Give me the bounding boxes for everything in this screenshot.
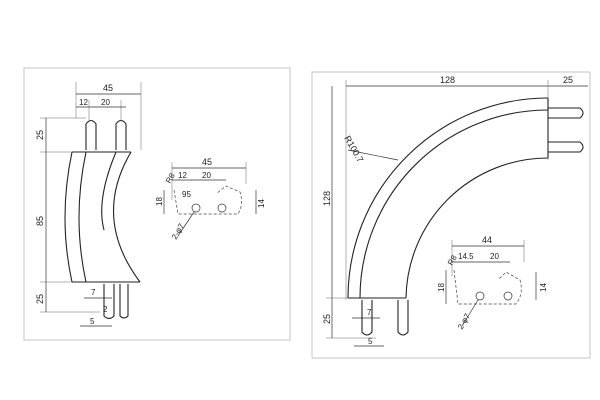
dim-bottom-width: 7: [91, 288, 96, 297]
dim-bottom-step: 2: [103, 305, 108, 314]
bottom-peg-right: [397, 300, 409, 336]
top-peg-right: [115, 119, 127, 150]
left-frame: [23, 67, 291, 341]
body-outer-curve: [64, 151, 73, 283]
dim-peg-offset: 12: [79, 98, 88, 107]
arc-outer: [347, 97, 549, 299]
body-outer-inner-curve: [78, 151, 87, 283]
left-section: 45 12 20 R8 95 18 14 2-φ7: [155, 157, 266, 241]
arc-inner: [405, 157, 549, 299]
leader-line: [177, 211, 195, 237]
body-inner-curve: [112, 151, 141, 283]
section-spacing: 20: [202, 171, 211, 180]
section-width: 45: [202, 157, 212, 167]
section-angle: 95: [182, 190, 191, 199]
dim-bottom-width: 7: [367, 308, 372, 317]
dim-extension: 25: [563, 75, 573, 85]
right-frame: [311, 71, 591, 359]
section-offset: 12: [178, 171, 187, 180]
dim-height-total: 128: [322, 191, 332, 206]
section-hole-left: [475, 291, 485, 301]
right-peg-bottom: [548, 141, 584, 153]
dim-bottom-length: 25: [322, 314, 332, 324]
section-height-left: 18: [437, 283, 446, 292]
leader-line: [461, 299, 479, 327]
left-drawing: 45 12 20 25 85 25 7 2 5: [23, 67, 291, 341]
section-radius: R8: [164, 171, 177, 185]
body-inner-line: [101, 151, 117, 231]
right-section: 44 14.5 20 R8 18 14 2-φ7: [437, 235, 548, 331]
right-peg-top: [548, 107, 584, 119]
dim-peg-length: 25: [35, 130, 45, 140]
section-height-left: 18: [155, 197, 164, 206]
top-peg-left: [85, 119, 97, 150]
section-profile: [453, 269, 522, 305]
dim-body-height: 85: [35, 216, 45, 226]
section-width: 44: [482, 235, 492, 245]
section-hole-right: [217, 203, 227, 213]
dim-bottom-gap: 5: [90, 317, 95, 326]
section-hole-left: [191, 203, 201, 213]
section-offset: 14.5: [458, 252, 474, 261]
dim-radius: R100.7: [342, 134, 365, 164]
dim-width-total: 128: [440, 75, 455, 85]
section-spacing: 20: [490, 252, 499, 261]
dim-peg-spacing: 20: [101, 98, 110, 107]
radius-leader: [347, 149, 399, 161]
arc-outer-inner: [359, 109, 549, 299]
right-drawing: 128 25 R100.7 128 25 7 5: [311, 71, 591, 359]
section-hole-right: [503, 291, 513, 301]
bottom-peg-left: [103, 284, 115, 320]
bottom-peg-left: [361, 300, 373, 336]
section-holes: 2-φ7: [170, 222, 186, 241]
dim-bottom-gap: 5: [368, 337, 373, 346]
section-holes: 2-φ7: [456, 312, 472, 331]
section-profile: [173, 185, 242, 215]
section-height-right: 14: [257, 199, 266, 208]
dim-width-total: 45: [103, 83, 113, 93]
bottom-peg-right: [119, 284, 129, 319]
dim-bottom-length: 25: [35, 294, 45, 304]
section-height-right: 14: [539, 283, 548, 292]
